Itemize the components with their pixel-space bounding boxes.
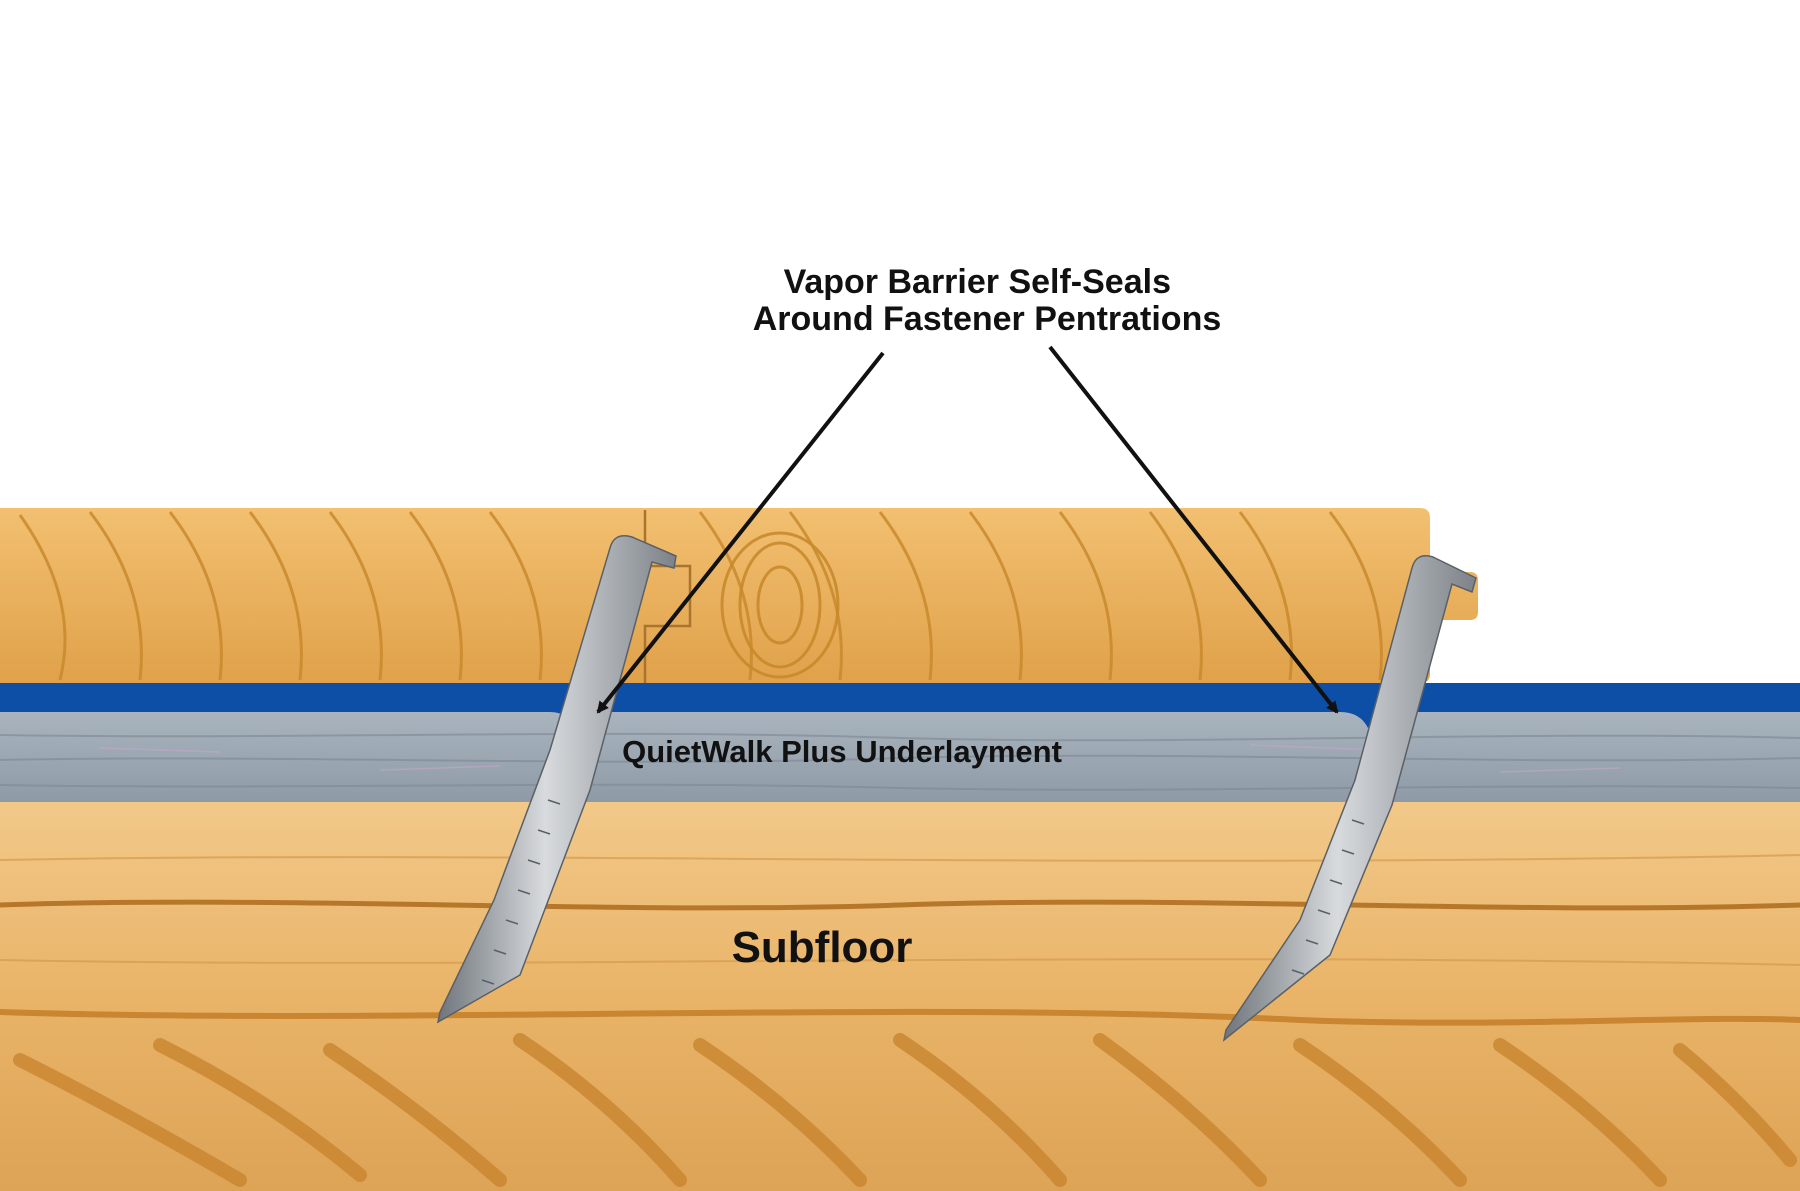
underlayment-layer: [0, 712, 1800, 802]
underlayment-label: QuietWalk Plus Underlayment: [622, 734, 1062, 769]
wood-floor-plank: [0, 508, 1478, 683]
callout-line-2: Around Fastener Pentrations: [753, 300, 1222, 338]
callout-label: Vapor Barrier Self-Seals Around Fastener…: [753, 263, 1222, 338]
callout-arrow-left: [596, 351, 885, 714]
fastener-nail-right: [1222, 555, 1477, 1042]
callout-line-1: Vapor Barrier Self-Seals: [784, 263, 1171, 301]
subfloor-layer: [0, 800, 1800, 1191]
callout-arrow-right: [1048, 345, 1339, 714]
fastener-nail-left: [436, 535, 677, 1024]
vapor-barrier-layer: [0, 683, 1800, 728]
subfloor-label: Subfloor: [732, 923, 913, 972]
